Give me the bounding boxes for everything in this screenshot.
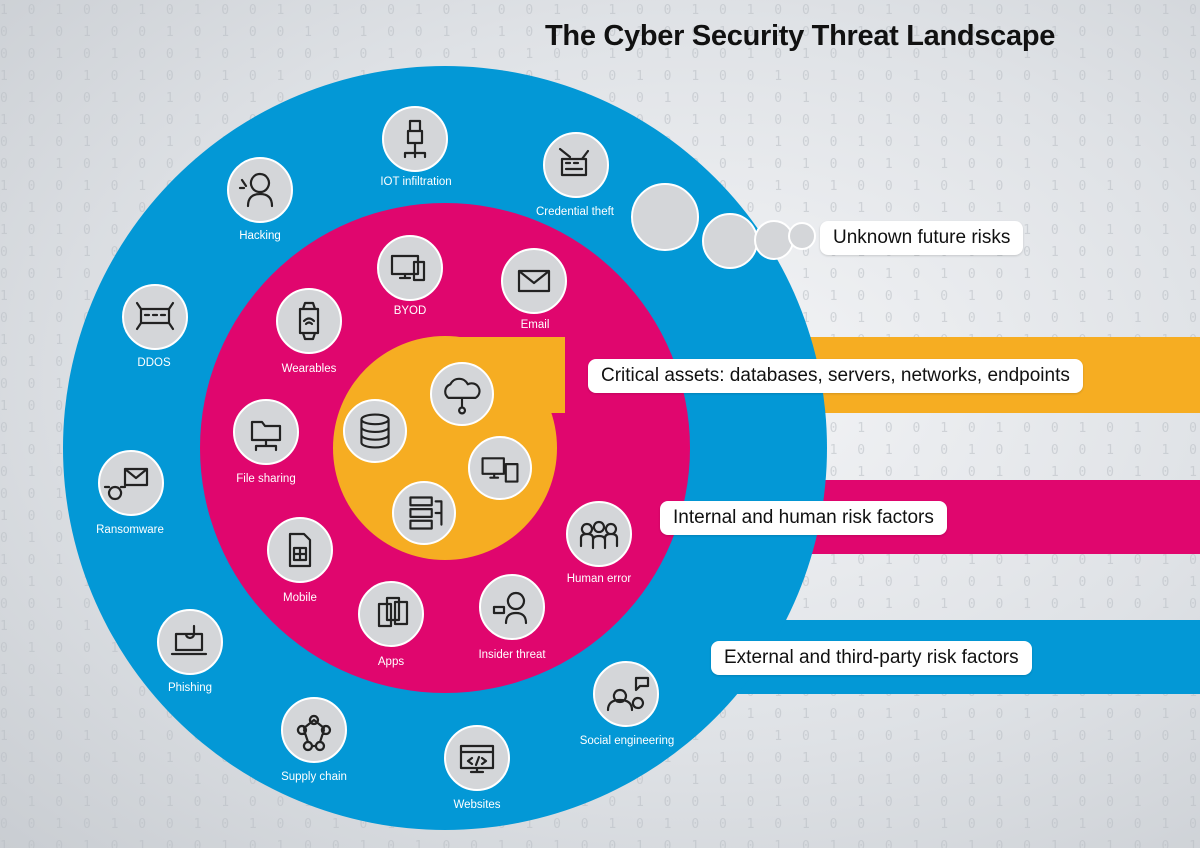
label-hacking: Hacking [239,230,281,242]
group-icon [566,501,632,567]
error-404-icon [122,284,188,350]
envelope-bug-icon [98,450,164,516]
external-risks-label: External and third-party risk factors [711,641,1032,675]
external-icon-circle-3 [122,284,188,350]
internal-icon-circle-1 [501,248,567,314]
core-icon-circle-3 [392,481,456,545]
server-icon [392,481,456,545]
insider-icon [479,574,545,640]
devices-icon [377,235,443,301]
label-insider: Insider threat [478,649,546,661]
external-icon-circle-2 [227,157,293,223]
network-nodes-icon [281,697,347,763]
label-apps: Apps [377,656,405,668]
bubble-medium [702,213,758,269]
unknown-risks-label: Unknown future risks [820,221,1024,255]
internal-icon-circle-0 [377,235,443,301]
label-humanerror: Human error [566,573,632,585]
label-iot: IOT infiltration [380,176,452,188]
internal-icon-circle-3 [233,399,299,465]
internal-risks-label: Internal and human risk factors [660,501,947,535]
core-icon-circle-0 [430,362,494,426]
people-chat-icon [593,661,659,727]
label-filesharing: File sharing [236,473,296,485]
cloud-icon [430,362,494,426]
shared-folder-icon [233,399,299,465]
external-icon-circle-6 [281,697,347,763]
bubble-large [631,183,699,251]
label-supply: Supply chain [281,771,347,783]
phones-icon [358,581,424,647]
label-email: Email [520,319,550,331]
code-window-icon [444,725,510,791]
external-icon-circle-0 [382,106,448,172]
label-websites: Websites [453,799,501,811]
label-ransomware: Ransomware [96,524,164,536]
label-mobile: Mobile [283,592,317,604]
internal-icon-circle-2 [276,288,342,354]
laptop-hook-icon [157,609,223,675]
external-icon-circle-4 [98,450,164,516]
label-social: Social engineering [579,735,675,747]
endpoints-icon [468,436,532,500]
bubble-tiny [788,222,816,250]
label-wearables: Wearables [281,363,337,375]
unknown-risk-bubbles [631,183,816,269]
envelope-icon [501,248,567,314]
label-ddos: DDOS [137,357,171,369]
internal-icon-circle-7 [566,501,632,567]
external-icon-circle-5 [157,609,223,675]
external-icon-circle-1 [543,132,609,198]
usb-network-icon [382,106,448,172]
critical-assets-label: Critical assets: databases, servers, net… [588,359,1083,393]
keyboard-theft-icon [543,132,609,198]
label-phishing: Phishing [167,682,213,694]
bubble-small [754,220,794,260]
label-byod: BYOD [393,305,427,317]
core-icon-circle-2 [468,436,532,500]
sim-card-icon [267,517,333,583]
hacker-icon [227,157,293,223]
page-title: The Cyber Security Threat Landscape [545,20,1056,52]
smartwatch-icon [276,288,342,354]
label-credential: Credential theft [536,206,614,218]
external-icon-circle-7 [444,725,510,791]
database-icon [343,399,407,463]
